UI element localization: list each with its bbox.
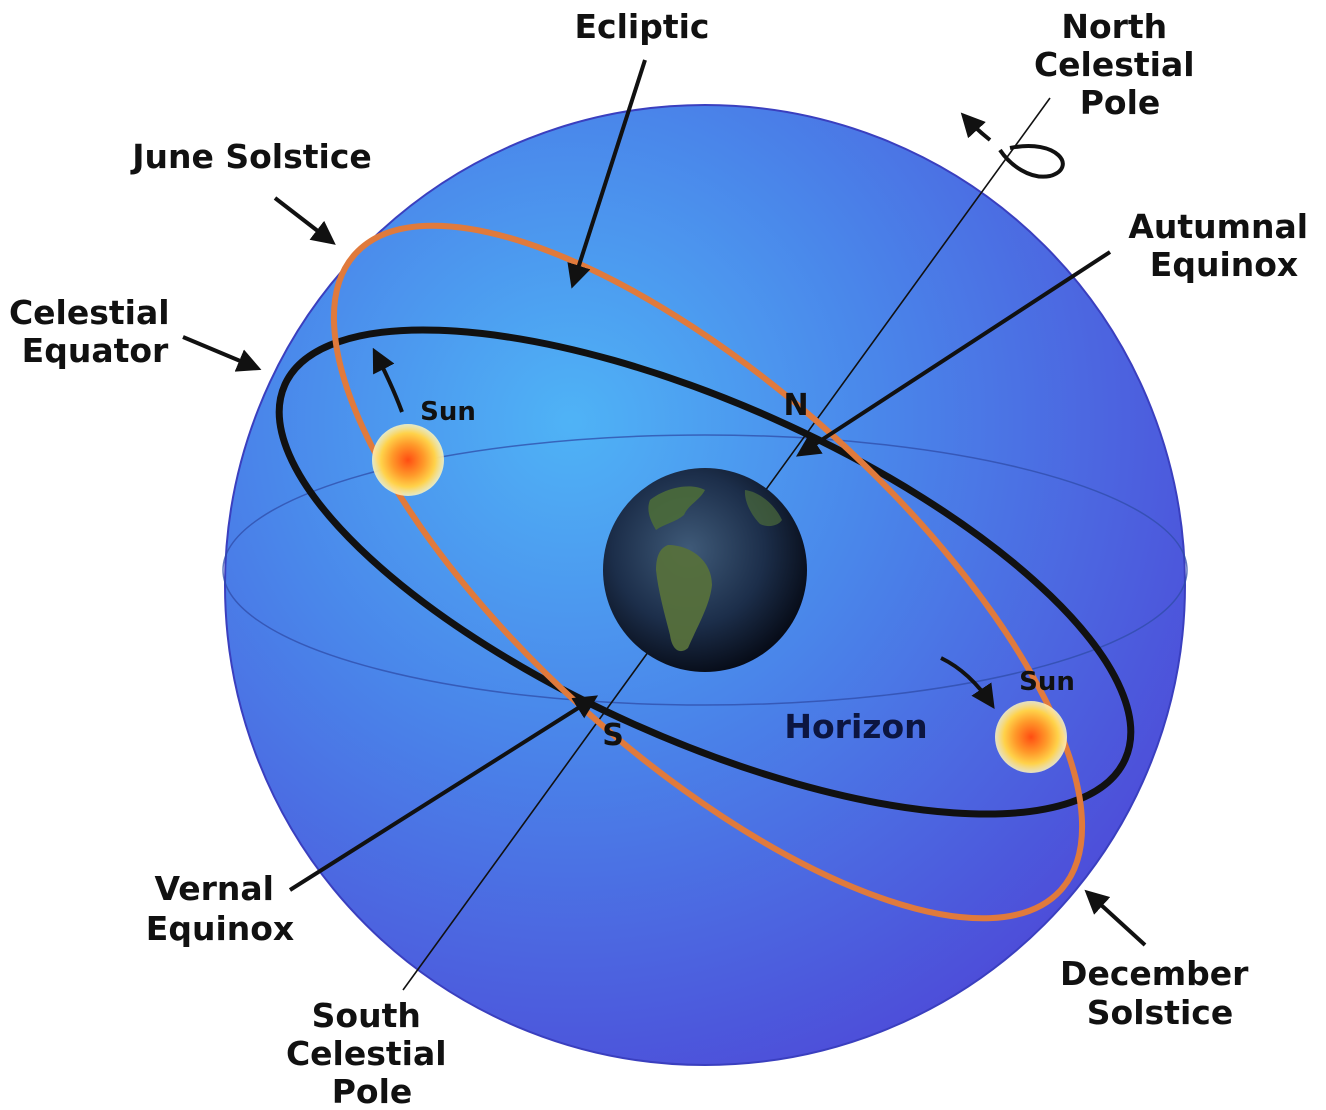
celestial-equator-pointer-arrow	[182, 335, 262, 372]
vernal-equinox-label: Vernal Equinox	[146, 869, 294, 948]
ecliptic-label: Ecliptic	[575, 7, 710, 46]
june-solstice-label: June Solstice	[130, 137, 372, 176]
december-solstice-label: December Solstice	[1060, 954, 1260, 1032]
autumnal-equinox-pointer-arrow	[795, 250, 1112, 457]
horizon-circle	[222, 434, 1188, 706]
autumnal-equinox-label: Autumnal Equinox	[1128, 207, 1319, 284]
earth-landmass-north	[648, 486, 705, 530]
south-point-label: S	[602, 718, 624, 753]
earth-landmass-east	[744, 490, 782, 527]
earth-landmass-south	[656, 545, 712, 652]
sun-left-label: Sun	[420, 397, 476, 427]
sun-december-position	[995, 701, 1067, 773]
celestial-equator-circle	[275, 326, 1135, 818]
sun-motion-arrow-left	[372, 347, 404, 413]
south-celestial-pole-label: South Celestial Pole	[286, 996, 458, 1110]
celestial-equator-label: Celestial Equator	[9, 293, 181, 370]
sun-june-position	[372, 424, 444, 496]
december-solstice-pointer-arrow	[1084, 889, 1147, 947]
sun-motion-arrow-right	[940, 656, 995, 709]
june-solstice-pointer-arrow	[273, 196, 336, 245]
vernal-equinox-pointer-arrow	[288, 695, 599, 892]
north-celestial-pole-label: North Celestial Pole	[1034, 7, 1206, 122]
north-point-label: N	[783, 388, 808, 423]
ecliptic-pointer-arrow	[567, 59, 647, 289]
horizon-label: Horizon	[784, 707, 927, 746]
sun-right-label: Sun	[1019, 667, 1075, 697]
rotation-arrow-icon	[960, 112, 1065, 179]
earth	[603, 468, 807, 672]
